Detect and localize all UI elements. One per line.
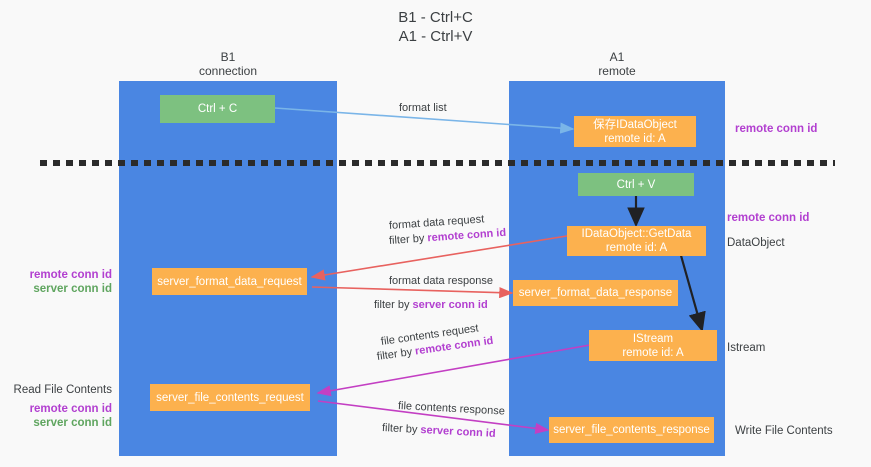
node-server-format-data-response-label: server_format_data_response	[518, 287, 673, 299]
node-idataobject-getdata[interactable]: IDataObject::GetData remote id: A	[567, 226, 706, 256]
node-server-file-contents-request-label: server_file_contents_request	[156, 391, 304, 404]
edge-label-format-data-response-filter: filter by server conn id	[374, 298, 488, 312]
annotation-left-server-conn-id-bottom: server conn id	[33, 417, 112, 429]
column-heading-right-line2: remote	[598, 64, 636, 78]
node-ctrl-c[interactable]: Ctrl + C	[160, 95, 275, 123]
node-save-idataobject-label: 保存IDataObject	[593, 118, 677, 131]
node-ctrl-c-label: Ctrl + C	[197, 103, 238, 115]
title-line-2: A1 - Ctrl+V	[398, 28, 473, 45]
annotation-left-read-file-contents: Read File Contents	[13, 384, 112, 396]
node-server-file-contents-request[interactable]: server_file_contents_request	[150, 384, 310, 411]
column-heading-left-line2: connection	[198, 64, 258, 78]
annotation-left-remote-conn-id-bottom: remote conn id	[29, 403, 112, 415]
annotation-right-remote-conn-id-mid: remote conn id	[727, 212, 810, 224]
title-line-1: B1 - Ctrl+C	[398, 9, 473, 26]
node-server-file-contents-response-label: server_file_contents_response	[553, 424, 710, 436]
filter-prefix: filter by	[376, 345, 416, 363]
node-ctrl-v-label: Ctrl + V	[616, 178, 656, 191]
annotation-left-server-conn-id-mid: server conn id	[33, 283, 112, 295]
node-server-format-data-request[interactable]: server_format_data_request	[152, 268, 307, 295]
annotation-right-remote-conn-id-top: remote conn id	[735, 123, 818, 135]
column-heading-right: A1 remote	[509, 50, 725, 78]
filter-prefix: filter by	[374, 299, 413, 311]
annotation-left-remote-conn-id-mid: remote conn id	[29, 269, 112, 281]
filter-prefix: filter by	[388, 232, 428, 247]
node-istream-sub: remote id: A	[622, 346, 684, 359]
node-istream[interactable]: IStream remote id: A	[589, 330, 717, 361]
node-save-idataobject-sub: remote id: A	[604, 132, 666, 145]
edge-label-file-contents-response-line1: file contents response	[397, 400, 506, 418]
annotation-right-istream: Istream	[727, 342, 766, 354]
node-ctrl-v[interactable]: Ctrl + V	[578, 173, 694, 196]
filter-key: server conn id	[412, 299, 488, 311]
column-heading-left-line1: B1	[220, 50, 236, 64]
node-server-format-data-request-label: server_format_data_request	[157, 275, 302, 288]
annotation-right-dataobject: DataObject	[727, 237, 785, 249]
column-heading-left: B1 connection	[119, 50, 337, 78]
node-istream-label: IStream	[632, 332, 674, 345]
column-heading-right-line1: A1	[609, 50, 625, 64]
annotation-right-write-file-contents: Write File Contents	[735, 425, 833, 437]
node-idataobject-getdata-label: IDataObject::GetData	[581, 228, 692, 240]
page-title: B1 - Ctrl+C A1 - Ctrl+V	[0, 8, 871, 46]
node-idataobject-getdata-sub: remote id: A	[605, 242, 668, 254]
edge-label-format-data-response-line1: format data response	[389, 275, 493, 287]
node-server-file-contents-response[interactable]: server_file_contents_response	[549, 417, 714, 443]
edge-label-file-contents-response-filter: filter by server conn id	[382, 421, 496, 441]
phase-divider-dashed-line	[40, 160, 835, 166]
filter-prefix: filter by	[381, 422, 421, 437]
edge-label-format-list: format list	[399, 102, 447, 114]
node-server-format-data-response[interactable]: server_format_data_response	[513, 280, 678, 306]
node-save-idataobject[interactable]: 保存IDataObject remote id: A	[574, 116, 696, 147]
filter-key: remote conn id	[427, 226, 507, 245]
filter-key: server conn id	[420, 424, 496, 440]
